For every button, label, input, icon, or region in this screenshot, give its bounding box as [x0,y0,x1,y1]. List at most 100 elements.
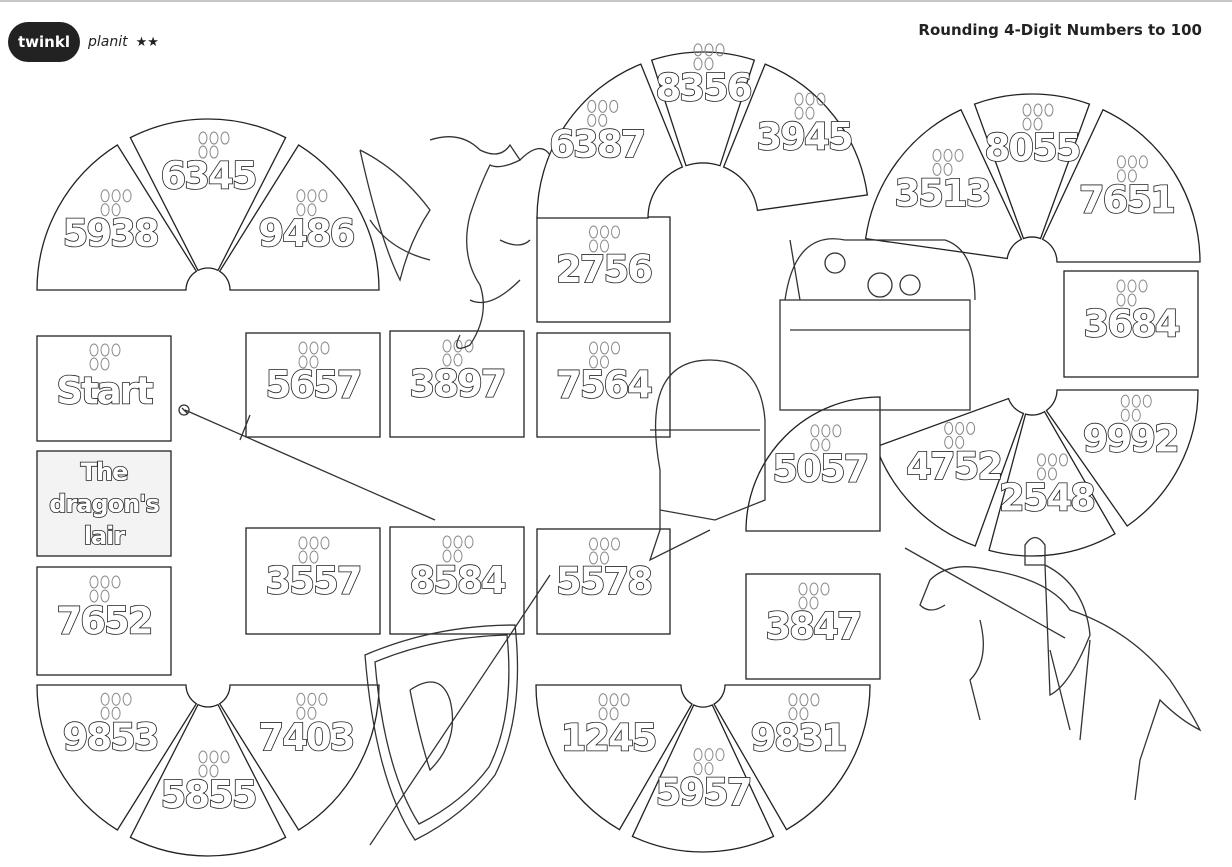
board-square-3847[interactable]: 3847 [745,573,881,680]
paw-print-icon [198,131,208,145]
square-number: 3684 [1084,303,1180,346]
square-number: 2756 [556,248,651,291]
square-number: 8055 [985,127,1080,170]
board-square-3684[interactable]: 3684 [1063,270,1199,378]
paw-print-icon [598,113,608,127]
board-square-5057[interactable]: 5057 [745,396,881,532]
paw-print-icon [111,692,121,706]
square-number: 5938 [63,212,158,255]
square-number: 3847 [766,605,861,648]
paw-print-icon [442,535,452,549]
paw-print-icon [1116,169,1126,183]
board-square-4752[interactable]: 4752 [875,397,1025,547]
paw-print-icon [589,225,598,239]
board-square-5957[interactable]: 5957 [631,704,775,853]
paw-print-icon [309,355,319,369]
paw-print-icon [209,764,219,778]
board-square-8356[interactable]: 8356 [650,43,756,167]
paw-print-icon [809,596,819,610]
square-number: 8356 [656,66,751,109]
board-square-2756[interactable]: 2756 [536,216,671,323]
paw-print-icon [1116,293,1126,307]
paw-print-icon [111,706,121,720]
board-square-9486[interactable]: 9486 [218,144,380,291]
board-square-9831[interactable]: 9831 [713,684,871,831]
paw-print-icon [220,750,230,764]
board-square-7652[interactable]: 7652 [36,566,172,676]
board-square-9853[interactable]: 9853 [36,684,198,831]
board-square-3557[interactable]: 3557 [245,527,381,635]
square-number: 5657 [266,364,361,407]
paw-print-icon [111,343,121,357]
paw-print-icon [89,343,99,357]
paw-print-icon [453,549,463,563]
board-square-8055[interactable]: 8055 [973,93,1091,240]
paw-print-icon [1033,103,1043,117]
paw-print-icon [309,550,319,564]
paw-print-icon [296,692,306,706]
paw-print-icon [589,341,598,355]
paw-print-icon [943,148,953,162]
paw-print-icon [100,343,110,357]
board-square-1245[interactable]: 1245 [535,684,693,831]
paw-print-icon [810,438,820,452]
paw-print-icon [100,203,110,217]
paw-print-icon [1047,453,1057,467]
board-square-6387[interactable]: 6387 [536,63,684,219]
square-number: 4752 [906,445,1001,488]
paw-print-icon [100,189,110,203]
start-label: Start [56,370,153,413]
paw-print-icon [1138,279,1148,293]
paw-print-icon [805,92,815,106]
board-square-2548[interactable]: 2548 [988,410,1116,557]
board-square-8584[interactable]: 8584 [389,526,525,635]
paw-print-icon [932,148,942,162]
paw-print-icon [89,357,99,371]
board-square-5855[interactable]: 5855 [129,703,287,857]
board-square-7403[interactable]: 7403 [218,684,380,831]
board-square-3513[interactable]: 3513 [864,108,1023,260]
paw-print-icon [693,762,703,776]
paw-print-icon [442,339,452,353]
helmet-illustration [648,359,766,562]
board-square-7564[interactable]: 7564 [536,332,671,438]
square-number: 7651 [1079,178,1174,221]
board-square-5657[interactable]: 5657 [245,332,381,438]
board-square-5938[interactable]: 5938 [36,144,198,291]
paw-print-icon [943,162,953,176]
board-square-3897[interactable]: 3897 [389,330,525,438]
board-square-5578[interactable]: 5578 [536,528,671,635]
paw-print-icon [1127,155,1137,169]
paw-print-icon [805,106,815,120]
start-square[interactable]: Start [36,335,172,442]
twinkl-cloud-logo: twinkl [8,22,80,62]
paw-print-icon [794,92,804,106]
paw-print-icon [100,357,110,371]
paw-print-icon [1127,293,1137,307]
paw-print-icon [320,536,330,550]
paw-print-icon [453,535,463,549]
paw-print-icon [1022,117,1032,131]
paw-print-icon [1142,394,1152,408]
paw-print-icon [442,549,452,563]
square-number: 9853 [63,716,158,759]
square-number: 3513 [895,172,990,215]
board-square-3945[interactable]: 3945 [722,63,869,212]
square-number: 6387 [549,123,644,166]
paw-print-icon [589,551,598,565]
board-square-6345[interactable]: 6345 [129,118,287,272]
sword-illustration [178,404,436,521]
paw-print-icon [693,43,703,57]
board-square-9992[interactable]: 9992 [1045,389,1199,527]
worksheet-title: Rounding 4-Digit Numbers to 100 [918,21,1202,39]
board-square-7651[interactable]: 7651 [1041,108,1201,263]
planit-label: planit [88,34,128,50]
paw-print-icon [810,693,820,707]
paw-print-icon [589,355,598,369]
paw-print-icon [620,693,630,707]
paw-print-icon [611,225,620,239]
square-number: 1245 [561,716,656,759]
paw-print-icon [955,421,965,435]
